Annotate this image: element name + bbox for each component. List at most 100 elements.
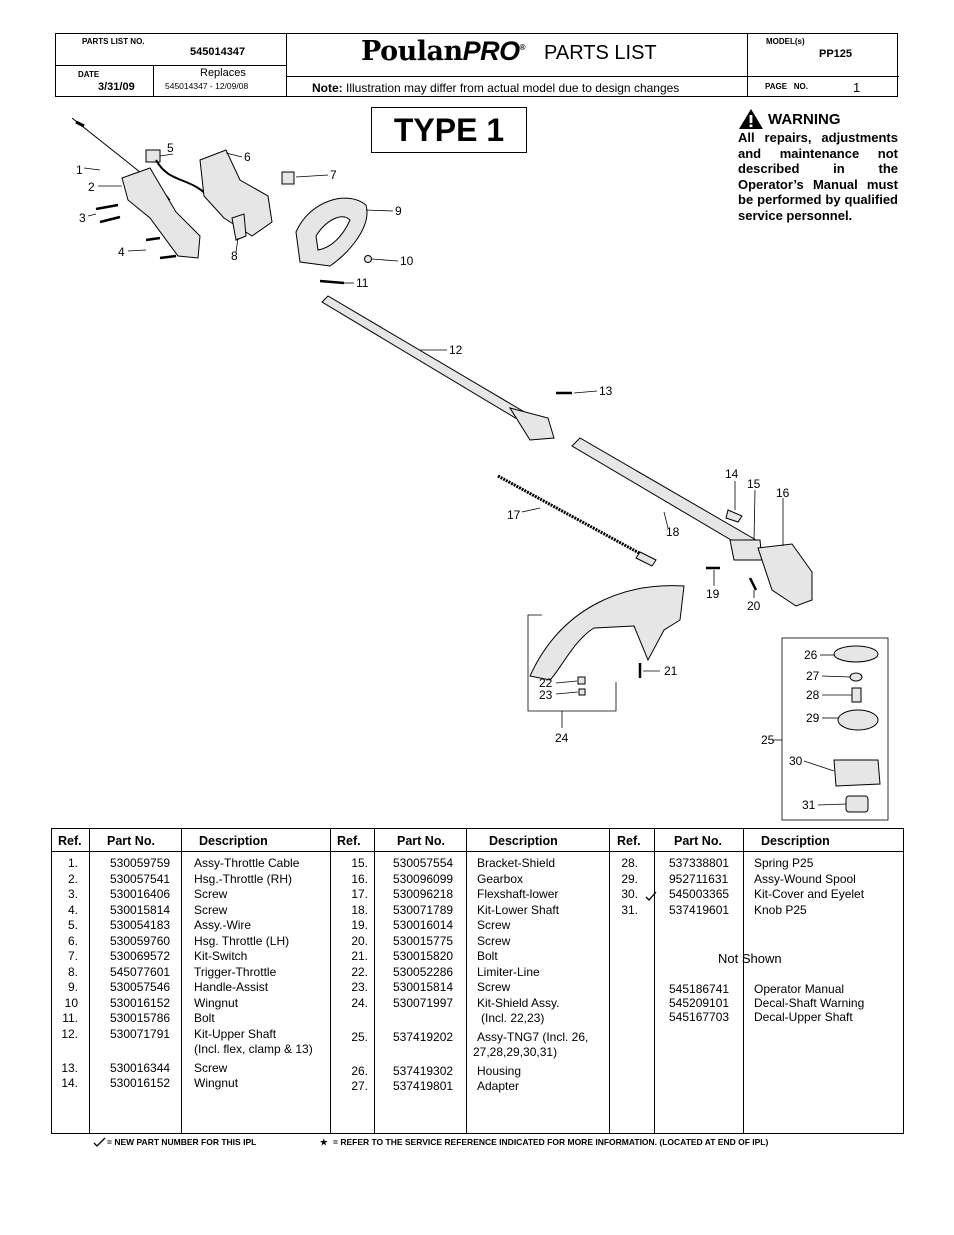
row-description: Kit-Cover and Eyelet — [754, 887, 865, 901]
row-ref: 11. — [62, 1011, 78, 1025]
callout-30: 30 — [789, 754, 803, 768]
row-ref: 6. — [67, 933, 78, 948]
row-description: Wingnut — [194, 1076, 239, 1090]
row-description: Wingnut — [194, 995, 239, 1010]
head-housing — [833, 645, 879, 663]
warning-text: All repairs, adjustments and maintenance… — [738, 130, 898, 223]
row-part-no: 530054183 — [110, 918, 171, 932]
row-part-no: 530071789 — [393, 902, 454, 917]
row-description: Flexshaft-lower — [477, 887, 559, 901]
row-description: Hsg.-Throttle (RH) — [194, 871, 293, 886]
row-description: Assy-TNG7 (Incl. 26, — [477, 1029, 589, 1044]
callout-4: 4 — [118, 245, 125, 259]
callout-16: 16 — [776, 486, 790, 500]
callout-9: 9 — [395, 204, 402, 218]
row-part-no: 530016152 — [110, 1076, 171, 1090]
leader-lines — [83, 152, 889, 821]
row-ref: 16. — [351, 871, 368, 886]
row-ref: 29. — [621, 871, 638, 886]
row-part-no: 530015814 — [393, 980, 454, 994]
row-ref: 19. — [351, 918, 368, 932]
row-ref: 23. — [351, 980, 368, 994]
row-ref: 20. — [351, 933, 368, 948]
callout-21: 21 — [664, 664, 678, 678]
row-part-no: 530015775 — [393, 933, 454, 948]
screw — [159, 254, 177, 260]
row-description: Bolt — [477, 949, 498, 963]
parts-list-no: 545014347 — [190, 46, 246, 58]
row-part-no: 537419302 — [393, 1063, 454, 1078]
shield — [529, 585, 685, 681]
lower-shaft — [571, 437, 757, 551]
row-part-no: 530052286 — [393, 964, 454, 979]
brand-pro: PRO — [462, 36, 521, 66]
row-part-no: 530016344 — [110, 1060, 171, 1075]
row-description: Kit-Switch — [194, 949, 248, 963]
row-ref: 25. — [351, 1029, 368, 1044]
wound-spool — [837, 709, 879, 731]
row-description: Screw — [477, 918, 511, 932]
row-ref: 21. — [351, 949, 368, 963]
row-part-no: 530071997 — [393, 995, 454, 1010]
row-description: Hsg. Throttle (LH) — [194, 933, 290, 948]
header-divider — [747, 76, 899, 77]
col-part-2: Part No. — [397, 834, 445, 848]
row-ref: 15. — [351, 856, 368, 870]
warning-title: WARNING — [768, 110, 841, 128]
row-part-no: 530096099 — [393, 871, 454, 886]
row-description: Limiter-Line — [477, 964, 540, 979]
callout-24: 24 — [555, 731, 569, 745]
row-part-no: 530069572 — [110, 949, 171, 963]
row-ref: 7. — [67, 949, 78, 963]
models-label: MODEL(s) — [766, 37, 805, 46]
row-ref: 27. — [351, 1079, 368, 1093]
callout-6: 6 — [244, 150, 251, 164]
row-description: Kit-Shield Assy. — [477, 995, 560, 1010]
callout-23: 23 — [539, 688, 553, 702]
trigger-throttle — [231, 213, 247, 241]
callout-10: 10 — [400, 254, 414, 268]
page-title: PARTS LIST — [544, 42, 657, 64]
new-part-check-icon — [93, 1137, 106, 1147]
row-ref: 9. — [67, 980, 78, 994]
callout-15: 15 — [747, 477, 761, 491]
page-label: PAGE NO. — [765, 82, 808, 91]
row-description: Kit-Upper Shaft — [194, 1026, 277, 1041]
page-number: 1 — [853, 80, 861, 95]
replaces-value: 545014347 - 12/09/08 — [165, 81, 249, 91]
date-value: 3/31/09 — [98, 81, 135, 93]
row-description: Assy-Wound Spool — [754, 871, 856, 886]
brand-main: Poulan — [361, 36, 463, 67]
note-label: Note: — [312, 81, 343, 95]
row-ref: 30. — [621, 887, 638, 901]
type-label: TYPE 1 — [371, 107, 527, 153]
row-part-no: 530057546 — [110, 980, 171, 994]
row-description: Gearbox — [477, 871, 524, 886]
callout-3: 3 — [79, 211, 86, 225]
row-description: Screw — [477, 933, 511, 948]
row-description: Assy-Throttle Cable — [194, 856, 300, 870]
row-part-no: 545077601 — [110, 964, 171, 979]
row-ref: 13. — [61, 1060, 78, 1075]
col-ref-2: Ref. — [337, 834, 361, 848]
head-cover — [833, 759, 881, 787]
callout-8: 8 — [231, 249, 238, 263]
callout-19: 19 — [706, 587, 720, 601]
callout-11: 11 — [356, 276, 369, 290]
row-part-no: 530057541 — [110, 871, 171, 886]
row-ref: 28. — [621, 856, 638, 870]
row-ref: 14. — [61, 1076, 78, 1090]
row-ref: 2. — [67, 871, 78, 886]
not-shown-description: Operator Manual — [754, 982, 845, 996]
header-box: PARTS LIST NO. 545014347 DATE 3/31/09 Re… — [55, 33, 899, 97]
row-ref: 10 — [64, 995, 78, 1010]
callout-25: 25 — [761, 733, 775, 747]
header-divider — [747, 34, 748, 96]
not-shown-part-no: 545167703 — [669, 1010, 730, 1024]
row-description: Bracket-Shield — [477, 856, 556, 870]
col-desc-3: Description — [761, 834, 830, 848]
row-part-no: 530016014 — [393, 918, 454, 932]
row-description: Trigger-Throttle — [194, 964, 277, 979]
note-line: Note: Illustration may differ from actua… — [312, 81, 679, 95]
footer-service-ref: = REFER TO THE SERVICE REFERENCE INDICAT… — [333, 1137, 769, 1147]
